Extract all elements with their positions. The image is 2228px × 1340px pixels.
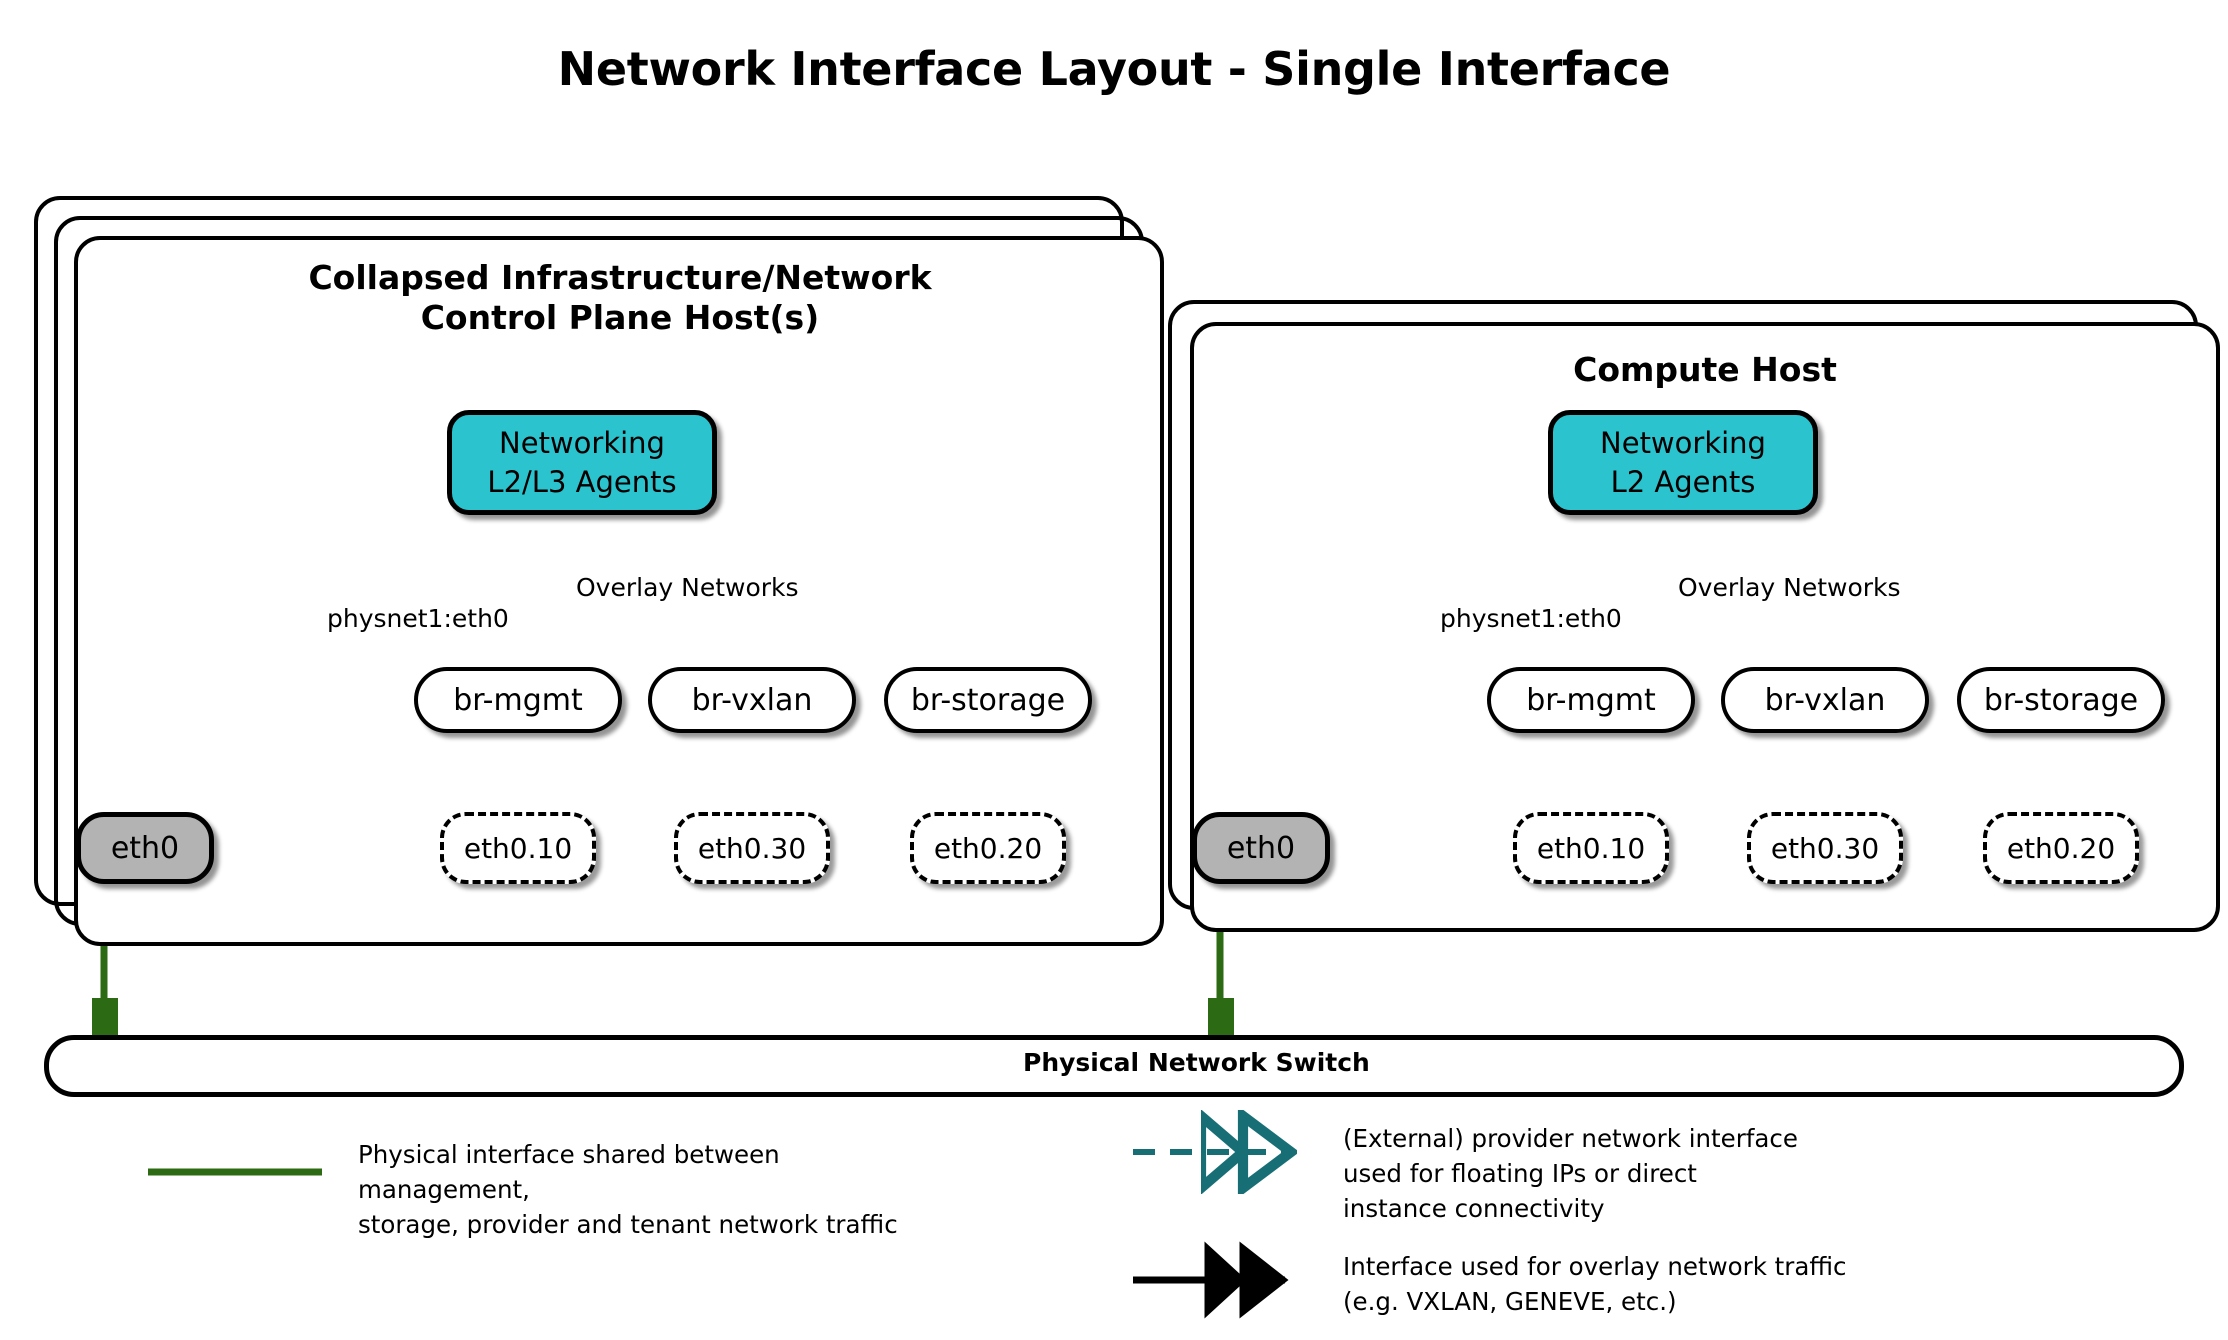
host-title-control-plane: Collapsed Infrastructure/Network Control… xyxy=(160,258,1080,339)
overlay-edge-label-control-plane: Overlay Networks xyxy=(576,573,799,602)
legend-text-provider: (External) provider network interface us… xyxy=(1343,1124,1798,1223)
physical-network-switch-label: Physical Network Switch xyxy=(1023,1048,1370,1077)
host-title-compute: Compute Host xyxy=(1260,350,2150,390)
legend-text-physical: Physical interface shared between manage… xyxy=(358,1140,898,1239)
host-title-line2: Control Plane Host(s) xyxy=(420,298,820,338)
provider-edge-label-compute: physnet1:eth0 xyxy=(1440,604,1622,633)
physical-network-switch[interactable] xyxy=(44,1035,2184,1097)
overlay-edge-label-compute: Overlay Networks xyxy=(1678,573,1901,602)
provider-edge-label-control-plane: physnet1:eth0 xyxy=(327,604,509,633)
legend-text-overlay: Interface used for overlay network traff… xyxy=(1343,1252,1847,1316)
page-title: Network Interface Layout - Single Interf… xyxy=(557,42,1671,96)
switch-port-compute xyxy=(1208,998,1234,1038)
switch-port-control-plane xyxy=(92,998,118,1038)
host-title-line1: Compute Host xyxy=(1573,350,1837,389)
host-title-line1: Collapsed Infrastructure/Network xyxy=(308,258,932,297)
host-card-compute[interactable] xyxy=(1190,322,2220,932)
